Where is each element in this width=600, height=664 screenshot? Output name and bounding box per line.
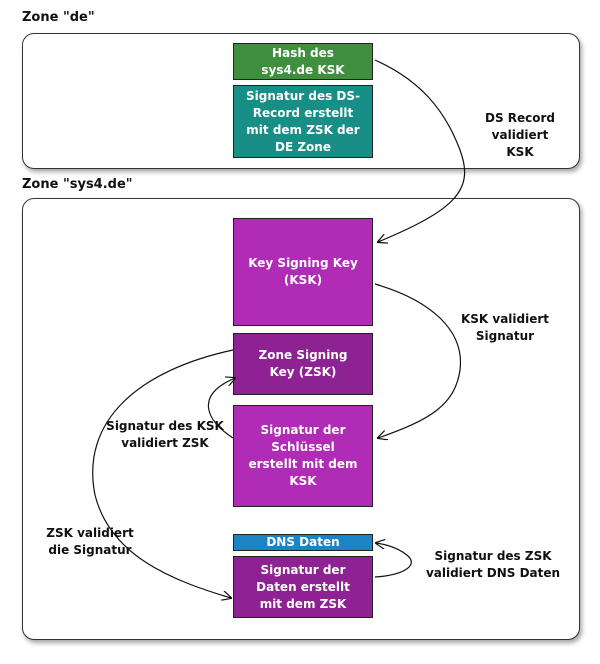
dns-data-box: DNS Daten [233, 534, 373, 551]
data-signature-box: Signatur der Daten erstellt mit dem ZSK [233, 556, 373, 618]
ksk-box: Key Signing Key (KSK) [233, 218, 373, 326]
zone-sys4-label: Zone "sys4.de" [22, 177, 133, 192]
ds-signature-box: Signatur des DS- Record erstellt mit dem… [233, 85, 373, 158]
ds-record-validates-note: DS Record validiert KSK [484, 111, 556, 159]
hash-ksk-box: Hash des sys4.de KSK [233, 43, 373, 80]
key-signature-box: Signatur der Schlüssel erstellt mit dem … [233, 405, 373, 507]
arrow-datasig-to-dnsdata [375, 543, 412, 578]
ksk-validates-note: KSK validiert Signatur [460, 312, 550, 343]
arrow-keysig-to-zsk [207, 378, 235, 439]
zone-de-label: Zone "de" [22, 10, 95, 25]
zsk-validates-note: ZSK validiert die Signatur [46, 526, 134, 557]
ksk-signature-validates-zsk-note: Signatur des KSK validiert ZSK [106, 419, 224, 450]
arrow-zsk-to-datasig [92, 349, 233, 598]
zsk-signature-validates-data-note: Signatur des ZSK validiert DNS Daten [425, 549, 561, 580]
arrow-ksk-to-keysig [374, 283, 462, 438]
arrow-ds-to-ksk [374, 59, 466, 242]
zsk-box: Zone Signing Key (ZSK) [233, 333, 373, 395]
